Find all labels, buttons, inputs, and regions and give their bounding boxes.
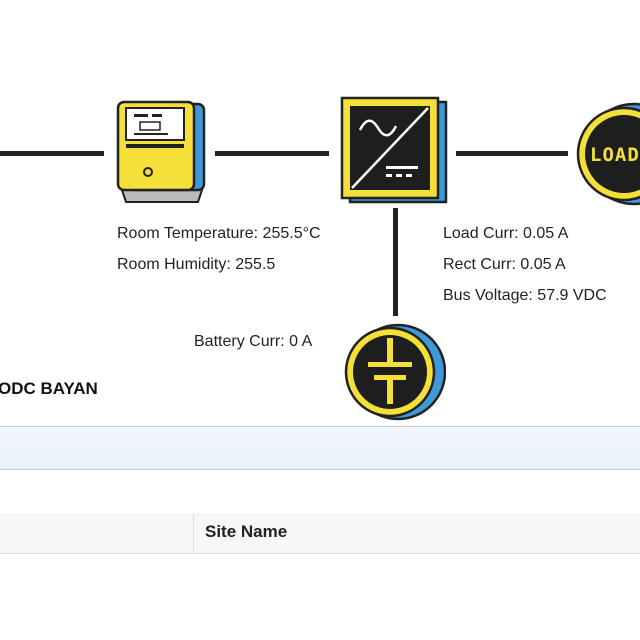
battery-icon[interactable] bbox=[344, 320, 447, 424]
connector-line-rectifier-load bbox=[456, 151, 568, 156]
connector-line-rectifier-battery bbox=[393, 208, 398, 316]
load-icon[interactable]: LOAD bbox=[576, 100, 640, 208]
battery-current-label: Battery Curr: 0 A bbox=[194, 333, 313, 350]
room-humidity-label: Room Humidity: 255.5 bbox=[117, 256, 276, 273]
connector-line-left bbox=[0, 151, 104, 156]
room-temperature-label: Room Temperature: 255.5°C bbox=[117, 225, 321, 242]
table-header-divider bbox=[193, 514, 194, 552]
site-title: ODC BAYAN bbox=[0, 379, 98, 398]
rectifier-icon[interactable] bbox=[338, 96, 450, 208]
bus-voltage-label: Bus Voltage: 57.9 VDC bbox=[443, 287, 607, 304]
load-current-label: Load Curr: 0.05 A bbox=[443, 225, 569, 242]
connector-line-meter-rectifier bbox=[215, 151, 329, 156]
rect-current-label: Rect Curr: 0.05 A bbox=[443, 256, 566, 273]
table-header bbox=[0, 514, 640, 554]
load-badge-text: LOAD bbox=[590, 144, 640, 166]
toolbar-band bbox=[0, 426, 640, 470]
column-header-site-name[interactable]: Site Name bbox=[205, 522, 288, 541]
meter-icon[interactable] bbox=[112, 98, 210, 208]
